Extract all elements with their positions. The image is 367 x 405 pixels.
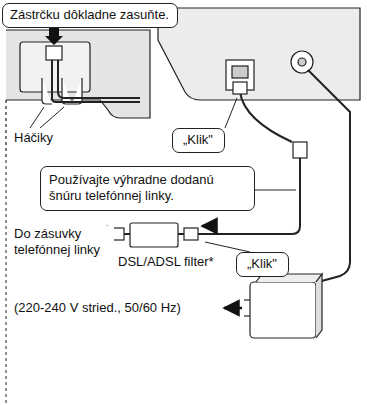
outlet-label: Do zásuvky telefónnej linky bbox=[14, 226, 114, 259]
device-rear-panel-part bbox=[298, 58, 306, 66]
base-unit-inset-part bbox=[6, 30, 150, 118]
hooked-cord-part bbox=[52, 58, 140, 102]
phone-cord-part bbox=[124, 233, 130, 235]
dashed-divider-part bbox=[6, 160, 7, 403]
hooked-cord-part bbox=[58, 58, 140, 98]
power-label: (220-240 V stried., 50/60 Hz) bbox=[14, 300, 181, 316]
ac-adapter-part bbox=[316, 274, 322, 338]
phone-cord-part bbox=[240, 92, 292, 142]
click-callout: „Klik" bbox=[236, 252, 289, 277]
callout-tails-part bbox=[205, 242, 250, 252]
inset-plug-part bbox=[45, 28, 63, 45]
base-unit-inset-part bbox=[5, 100, 6, 160]
modular-plugs-part bbox=[233, 82, 247, 94]
hook-leaders bbox=[30, 107, 64, 128]
callout-tails-part bbox=[225, 98, 237, 128]
hooks bbox=[42, 78, 82, 104]
inset-plug-part bbox=[46, 46, 62, 60]
dashed-divider bbox=[6, 160, 7, 403]
device-rear-panel bbox=[158, 8, 360, 100]
device-rear-panel-part bbox=[232, 66, 248, 78]
instruction-callout: Zástrčku dôkladne zasuňte. bbox=[2, 3, 178, 28]
ac-adapter bbox=[244, 274, 322, 338]
click-callout: „Klik" bbox=[172, 128, 225, 153]
hooked-cord bbox=[52, 58, 140, 102]
cord-note-box: Používajte výhradne dodanú šnúru telefón… bbox=[40, 166, 255, 211]
callout-text: Používajte výhradne dodanú šnúru telefón… bbox=[49, 172, 245, 203]
modular-plugs-part bbox=[184, 228, 198, 240]
callout-text: Zástrčku dôkladne zasuňte. bbox=[10, 7, 170, 23]
modular-plugs bbox=[110, 82, 307, 240]
direction-arrows bbox=[92, 226, 242, 308]
direction-arrows-part bbox=[202, 225, 216, 228]
callout-text: „Klik" bbox=[183, 132, 214, 148]
device-rear-panel-part bbox=[291, 51, 313, 73]
hooks-part bbox=[62, 78, 72, 104]
power-cord-part bbox=[308, 70, 350, 282]
hook-leaders-part bbox=[30, 107, 44, 128]
callout-tails bbox=[50, 24, 296, 252]
modular-plugs-part bbox=[293, 142, 307, 158]
ac-adapter-part bbox=[250, 282, 316, 338]
base-unit-inset bbox=[6, 30, 150, 160]
hook-leaders-part bbox=[40, 107, 64, 128]
dsl-filter-part bbox=[130, 223, 178, 247]
hooks-part bbox=[72, 78, 82, 104]
direction-arrows-part bbox=[224, 307, 242, 310]
hook-label: Háčiky bbox=[14, 130, 53, 146]
dsl-filter bbox=[130, 223, 184, 247]
callout-text: „Klik" bbox=[247, 256, 278, 272]
filter-label: DSL/ADSL filter* bbox=[118, 254, 214, 270]
dsl-filter-part bbox=[178, 233, 184, 235]
ac-adapter-part bbox=[244, 315, 250, 316]
inset-plug bbox=[45, 28, 63, 60]
phone-cord bbox=[124, 92, 300, 234]
ac-adapter-part bbox=[244, 299, 250, 300]
device-rear-panel-part bbox=[158, 8, 360, 100]
power-cord bbox=[308, 70, 350, 282]
hooks-part bbox=[42, 78, 52, 104]
